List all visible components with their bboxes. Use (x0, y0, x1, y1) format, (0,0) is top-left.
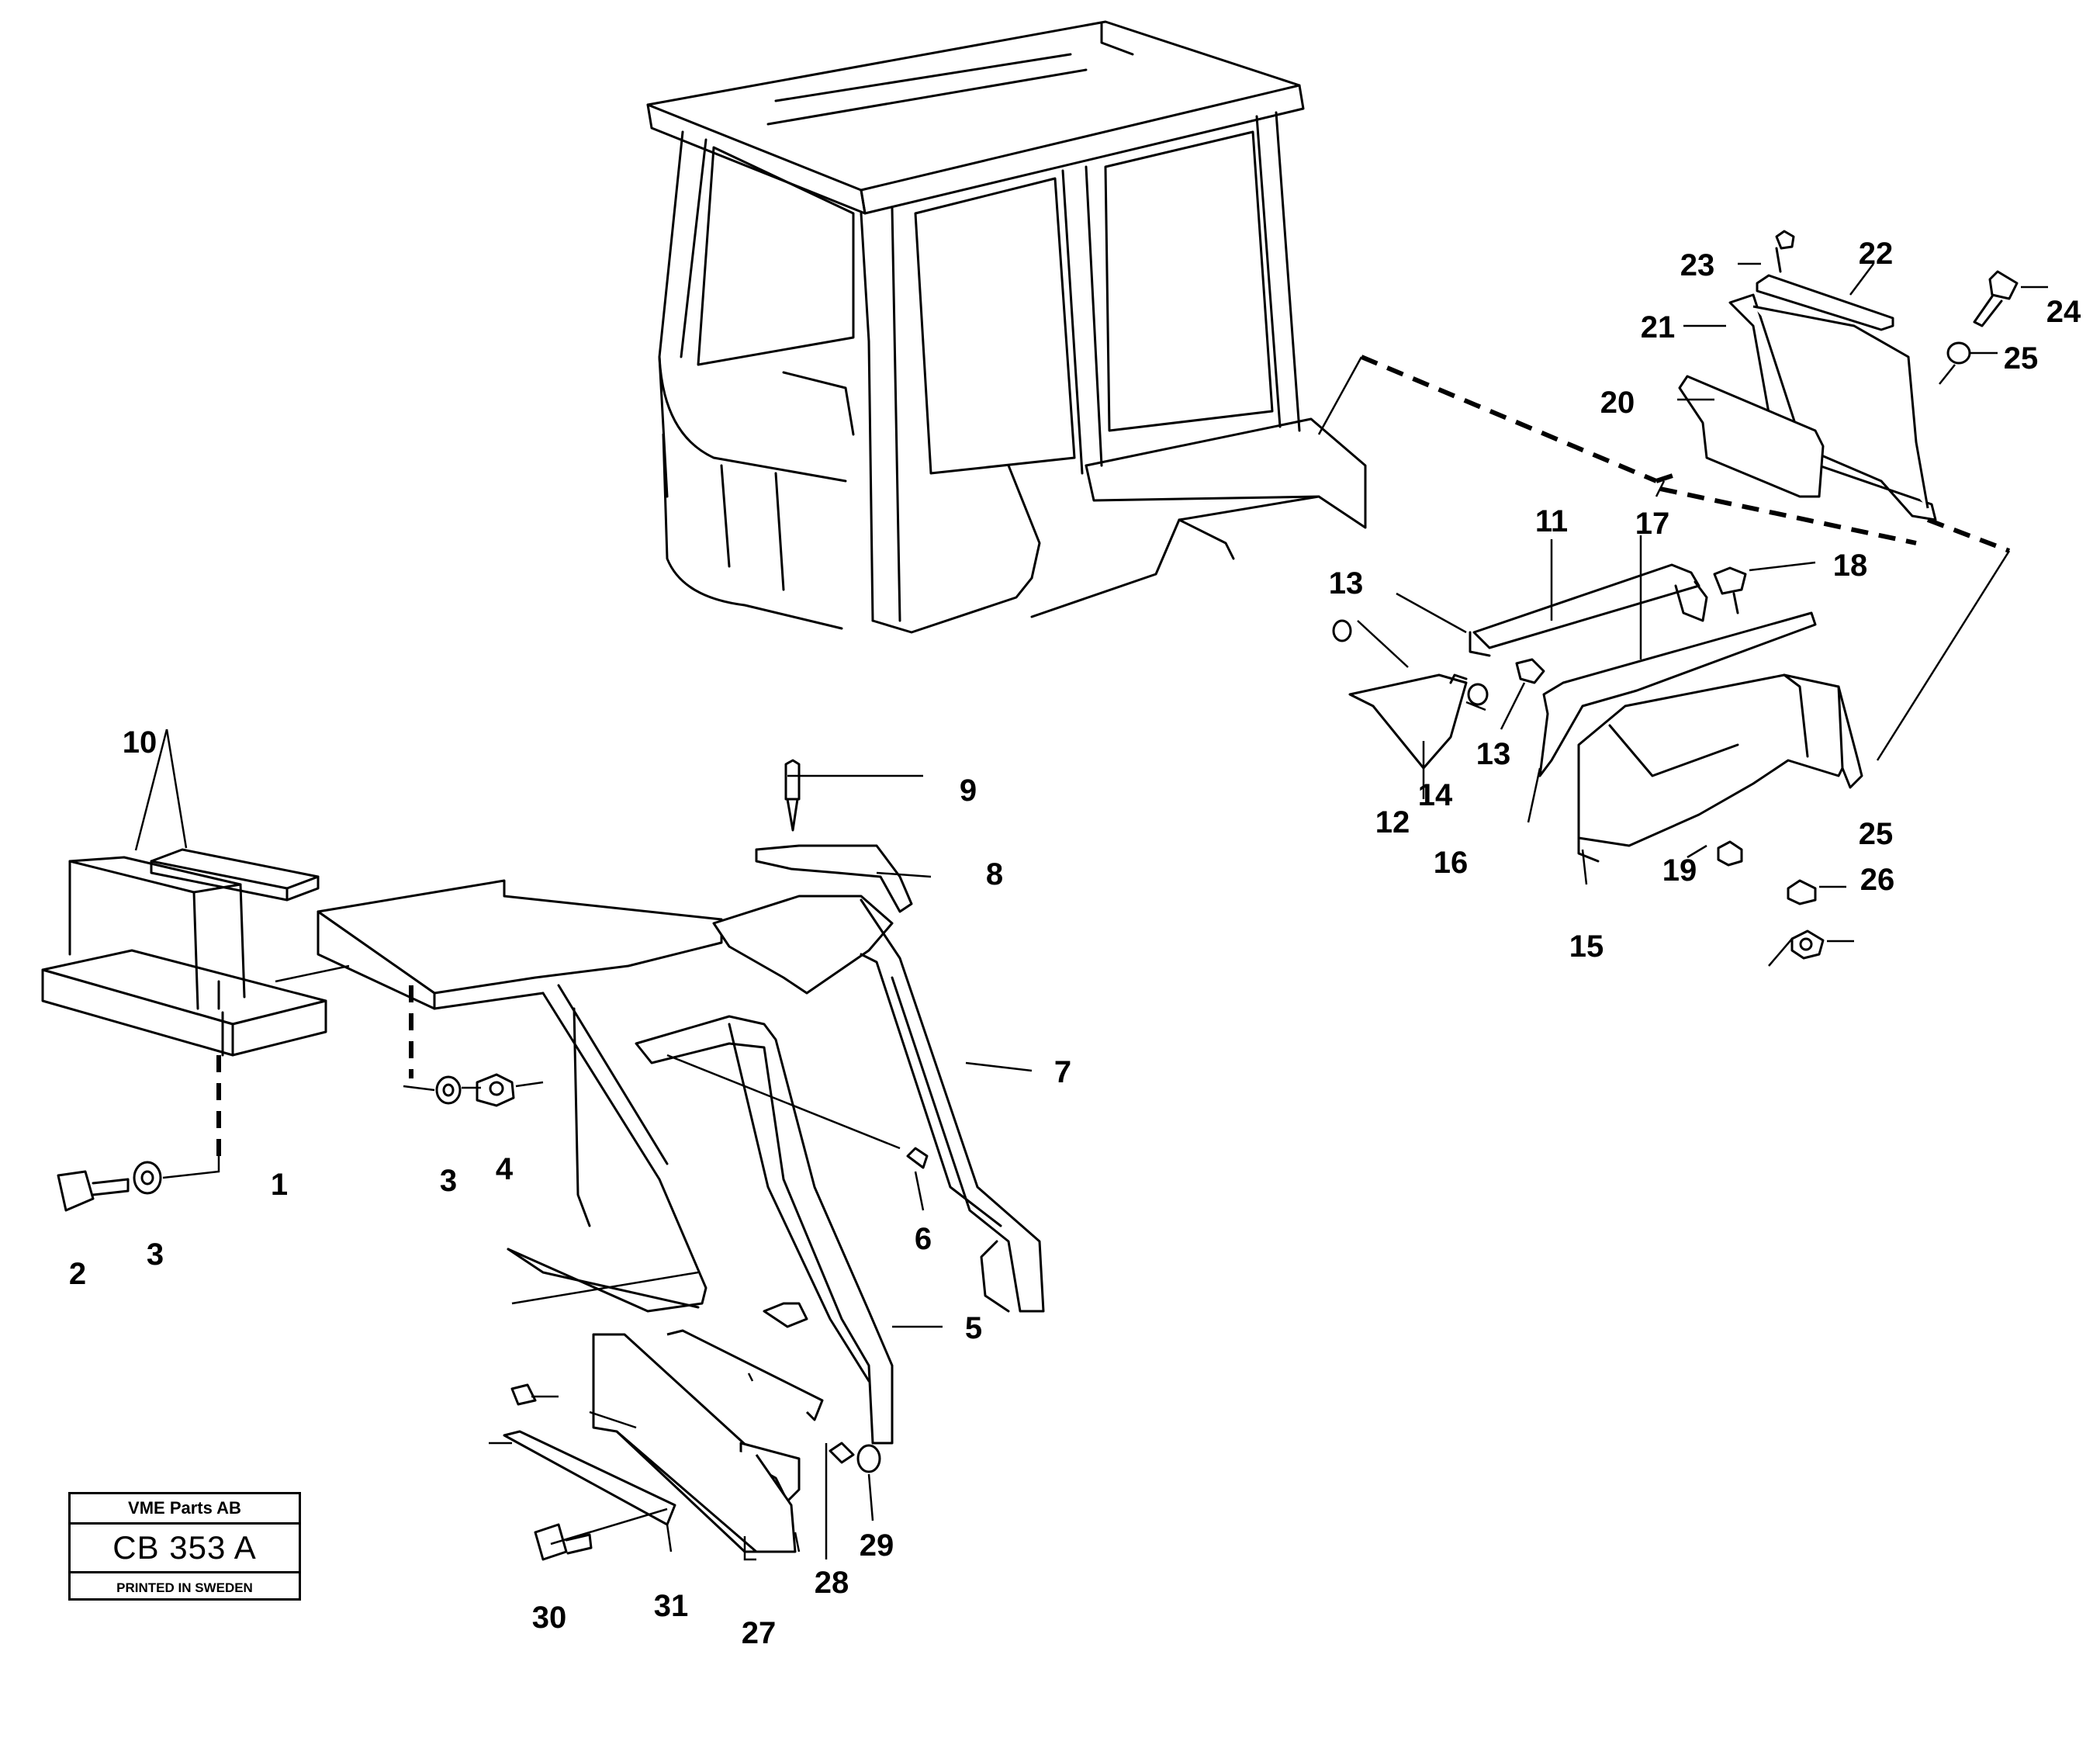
callout-1: 1 (271, 1168, 288, 1202)
callout-5: 5 (965, 1311, 982, 1345)
callout-8: 8 (986, 857, 1003, 891)
right-assembly (1332, 230, 2019, 960)
callouts: 1 2 3 3 4 5 6 7 8 9 10 11 12 13 13 14 15… (69, 237, 2081, 1650)
callout-15: 15 (1569, 929, 1604, 964)
callout-6: 6 (915, 1222, 932, 1256)
callout-28: 28 (815, 1566, 849, 1600)
callout-20: 20 (1600, 386, 1635, 420)
callout-4: 4 (496, 1152, 514, 1186)
callout-31: 31 (654, 1589, 689, 1623)
callout-14: 14 (1418, 778, 1453, 812)
callout-22: 22 (1859, 237, 1894, 271)
callout-30: 30 (532, 1601, 567, 1635)
leader-lines (134, 262, 2048, 1561)
callout-13-top: 13 (1329, 566, 1364, 601)
callout-10: 10 (123, 725, 157, 760)
callout-7: 7 (1054, 1055, 1071, 1089)
callout-18: 18 (1833, 549, 1868, 583)
callout-3-mid: 3 (440, 1164, 457, 1198)
callout-12: 12 (1375, 805, 1410, 839)
callout-25-top: 25 (2004, 341, 2039, 376)
callout-24: 24 (2046, 295, 2081, 329)
callout-3-left: 3 (147, 1237, 164, 1272)
callout-25-bottom: 25 (1859, 817, 1894, 851)
left-assembly (41, 759, 1045, 1561)
callout-2: 2 (69, 1257, 86, 1291)
title-block-stamp: VME Parts AB CB 353 A PRINTED IN SWEDEN (68, 1492, 301, 1601)
stamp-code: CB 353 A (71, 1525, 299, 1573)
callout-21: 21 (1641, 310, 1676, 344)
callout-26: 26 (1860, 863, 1895, 897)
callout-17: 17 (1635, 507, 1670, 541)
callout-29: 29 (860, 1528, 894, 1563)
callout-19: 19 (1662, 853, 1697, 888)
stamp-printed: PRINTED IN SWEDEN (116, 1580, 253, 1595)
stamp-company: VME Parts AB (71, 1494, 299, 1525)
callout-9: 9 (960, 774, 977, 808)
callout-13-bottom: 13 (1476, 737, 1511, 771)
cab-assembly (646, 20, 1367, 634)
callout-16: 16 (1434, 846, 1469, 880)
callout-23: 23 (1680, 248, 1715, 282)
callout-11: 11 (1535, 504, 1568, 538)
assembly-dashed-lines (216, 355, 2011, 1156)
callout-27: 27 (742, 1616, 777, 1650)
